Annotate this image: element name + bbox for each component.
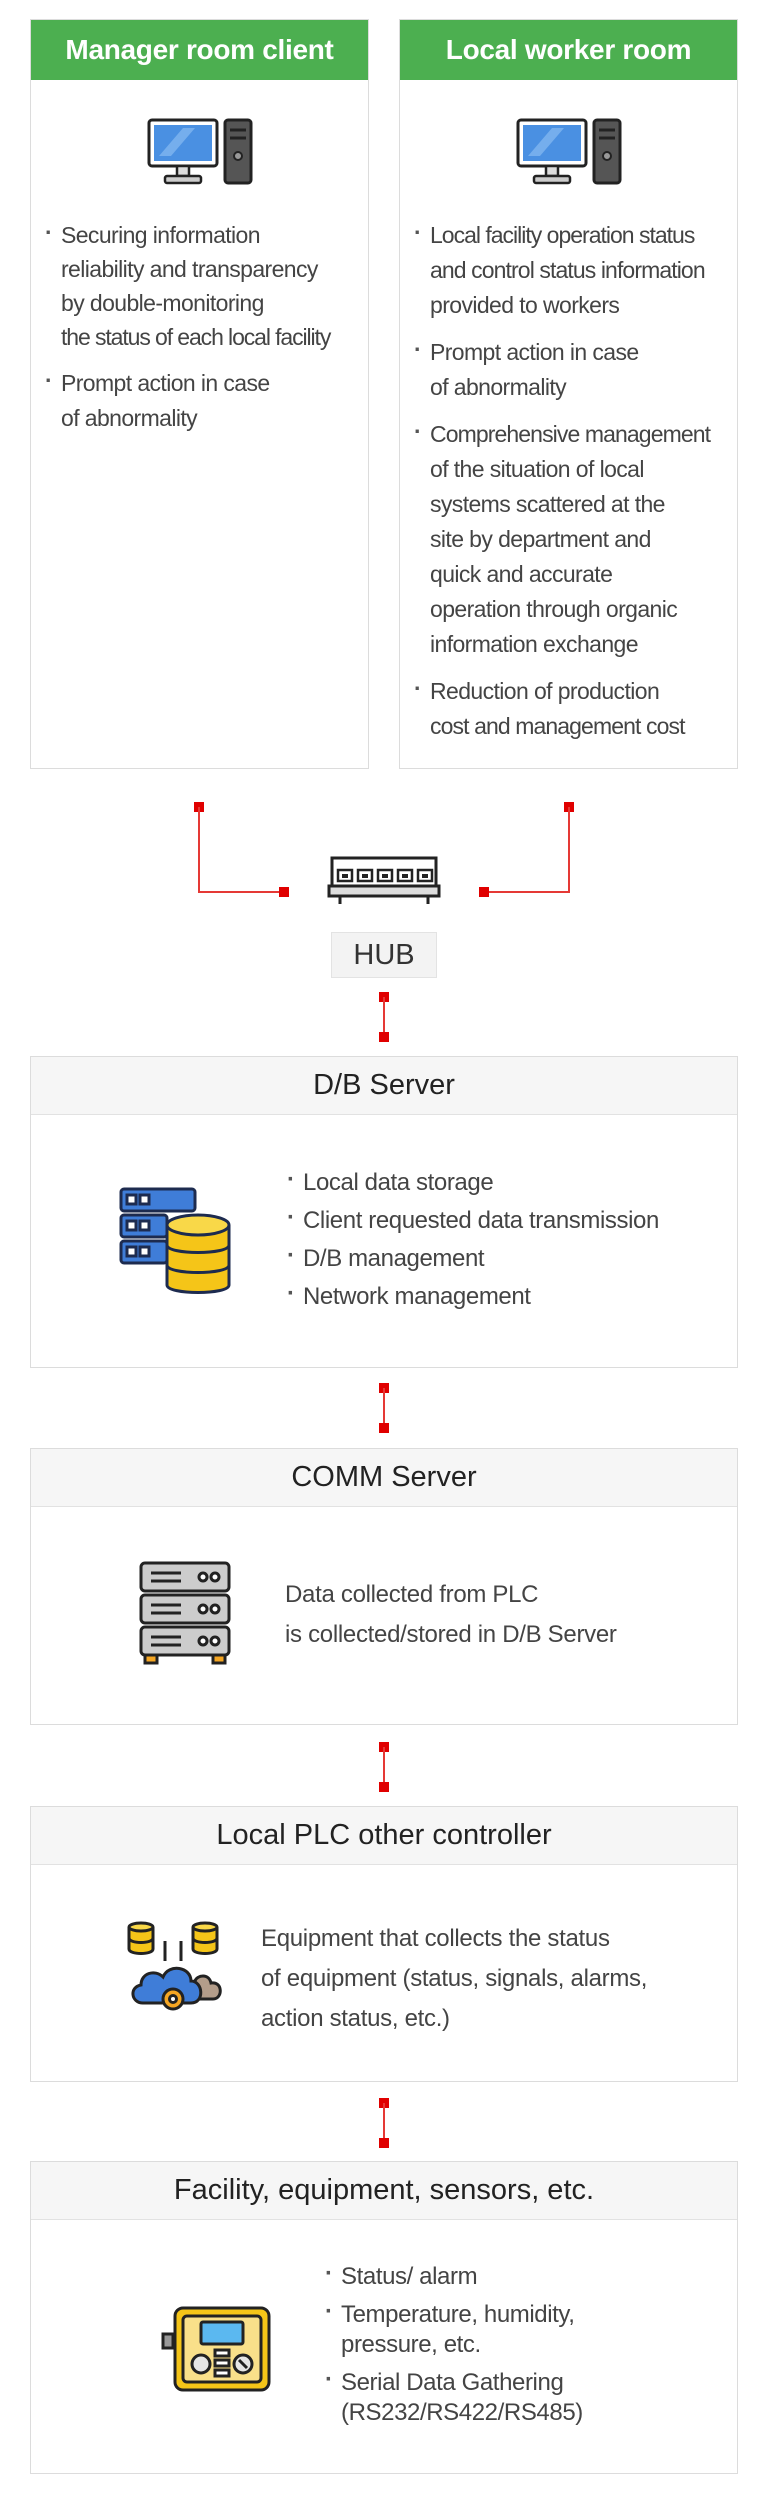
server-rack-icon <box>139 1561 231 1665</box>
db-server-list: Local data storage Client requested data… <box>287 1166 659 1311</box>
db-server-section: D/B Server Local data storage Client req… <box>30 1056 738 1368</box>
list-item: Network management <box>287 1280 659 1311</box>
list-item: Status/ alarm <box>325 2259 583 2292</box>
connector-line <box>484 891 570 893</box>
facility-list: Status/ alarm Temperature, humidity, pre… <box>325 2259 583 2428</box>
plc-title: Local PLC other controller <box>31 1807 737 1865</box>
connector-dot <box>379 1423 389 1433</box>
connector-dot <box>279 887 289 897</box>
comm-server-title: COMM Server <box>31 1449 737 1507</box>
network-switch-icon <box>327 856 441 904</box>
manager-room-title: Manager room client <box>31 20 368 80</box>
connector-line <box>383 2103 385 2141</box>
plc-description: Equipment that collects the status of eq… <box>261 1925 648 2032</box>
list-item: D/B management <box>287 1242 659 1273</box>
list-item: Prompt action in case of abnormality <box>414 332 727 405</box>
list-item: Client requested data transmission <box>287 1204 659 1235</box>
list-item: Temperature, humidity, pressure, etc. <box>325 2297 583 2360</box>
connector-dot <box>379 1782 389 1792</box>
list-item: Comprehensive management of the situatio… <box>414 414 727 662</box>
list-item: Reduction of production cost and managem… <box>414 671 727 744</box>
plc-section: Local PLC other controller Equipment tha… <box>30 1806 738 2082</box>
manager-room-bullets: Securing information reliability and tra… <box>45 215 358 448</box>
control-panel-icon <box>161 2306 271 2392</box>
desktop-computer-icon <box>516 118 621 185</box>
hub-label: HUB <box>331 932 437 978</box>
connector-line <box>383 997 385 1035</box>
list-item: Prompt action in case of abnormality <box>45 363 358 436</box>
comm-server-section: COMM Server Data collected from PLC is c… <box>30 1448 738 1725</box>
connector-line <box>383 1747 385 1785</box>
list-item: Local data storage <box>287 1166 659 1197</box>
db-server-title: D/B Server <box>31 1057 737 1115</box>
worker-room-card: Local worker room Local facility operati… <box>399 19 738 769</box>
connector-line <box>198 891 284 893</box>
list-item: Securing information reliability and tra… <box>45 215 358 354</box>
list-item: Local facility operation status and cont… <box>414 215 727 323</box>
connector-dot <box>379 2138 389 2148</box>
worker-room-bullets: Local facility operation status and cont… <box>414 215 727 756</box>
connector-line <box>383 1388 385 1426</box>
manager-room-card: Manager room client Securing information… <box>30 19 369 769</box>
list-item: Serial Data Gathering (RS232/RS422/RS485… <box>325 2365 583 2428</box>
connector-dot <box>379 1032 389 1042</box>
facility-title: Facility, equipment, sensors, etc. <box>31 2162 737 2220</box>
facility-section: Facility, equipment, sensors, etc. Statu… <box>30 2161 738 2474</box>
database-server-icon <box>119 1187 231 1294</box>
worker-room-title: Local worker room <box>400 20 737 80</box>
comm-server-description: Data collected from PLC is collected/sto… <box>285 1581 617 1648</box>
connector-line <box>568 807 570 893</box>
cloud-data-icon <box>127 1921 222 2011</box>
connector-dot <box>479 887 489 897</box>
connector-line <box>198 807 200 893</box>
desktop-computer-icon <box>147 118 252 185</box>
